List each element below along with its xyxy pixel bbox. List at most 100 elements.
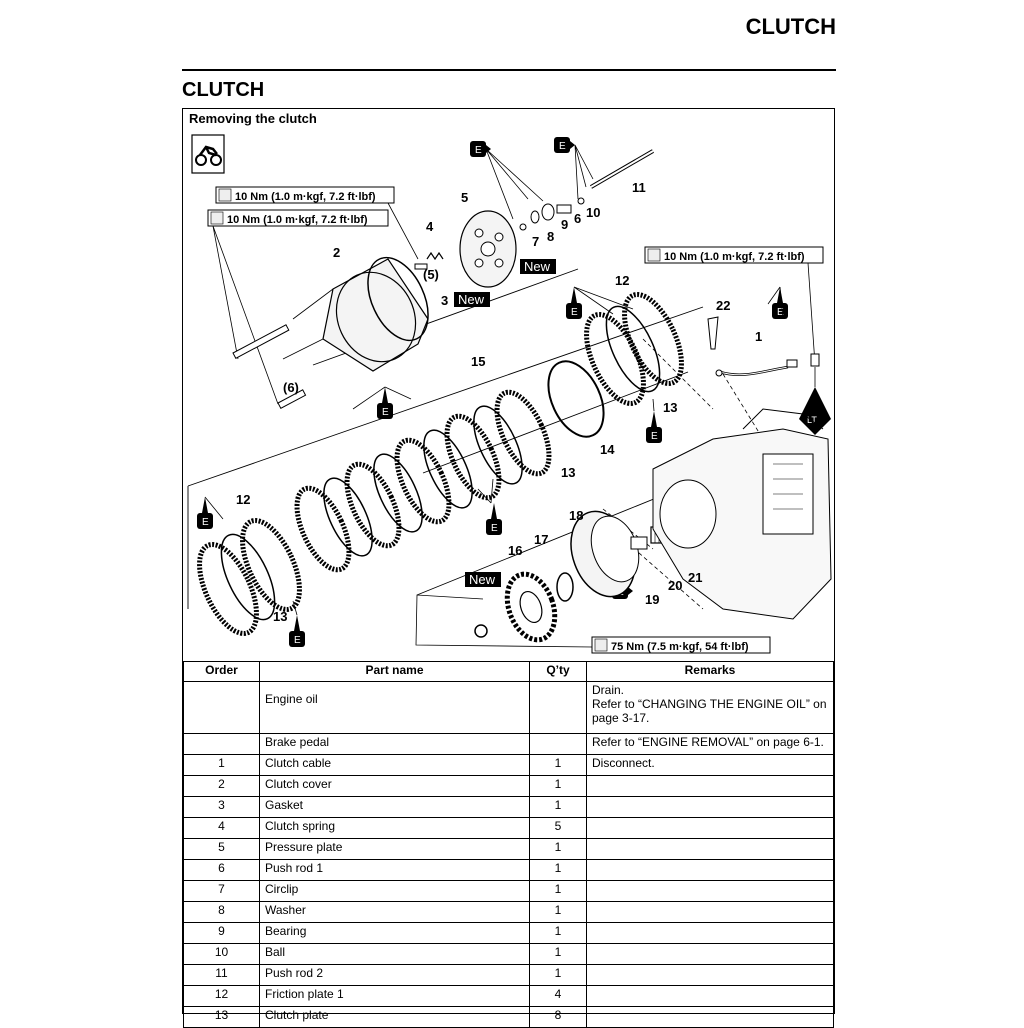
callout-13-left: 13 — [273, 609, 287, 624]
gasket-part — [367, 256, 429, 342]
remarks-cell: Disconnect. — [586, 754, 834, 776]
torque-box-cover: 10 Nm (1.0 m·kgf, 7.2 ft·lbf) — [207, 209, 389, 227]
callout-5: 5 — [461, 190, 468, 205]
remarks-cell — [586, 922, 834, 944]
svg-text:E: E — [777, 307, 784, 318]
svg-text:E: E — [491, 523, 498, 534]
svg-text:New: New — [469, 572, 496, 587]
callout-11: 11 — [632, 180, 646, 195]
svg-text:E: E — [559, 141, 566, 152]
section-title: CLUTCH — [182, 79, 265, 101]
small-parts-pushrod-stack — [519, 197, 585, 231]
callout-18: 18 — [569, 508, 583, 523]
remarks-cell — [586, 859, 834, 881]
cover-bolt-long — [232, 324, 290, 359]
qty-cell: 1 — [529, 922, 587, 944]
callout-1: 1 — [755, 329, 762, 344]
qty-cell: 1 — [529, 838, 587, 860]
new-marker-7: New — [520, 259, 556, 274]
callout-labels: 1 2 3 4 (5) 5 (6) 6 7 8 9 10 11 12 12 13… — [236, 180, 762, 624]
order-cell: 10 — [183, 943, 260, 965]
clutch-lever-part — [707, 316, 719, 350]
remarks-cell — [586, 964, 834, 986]
new-marker-16: New — [465, 572, 501, 587]
clutch-cover-part — [282, 258, 429, 372]
part-name-cell: Engine oil — [259, 681, 530, 734]
remarks-cell — [586, 880, 834, 902]
torque-box-boss-nut: 75 Nm (7.5 m·kgf, 54 ft·lbf) — [591, 636, 771, 654]
callout-13-middle: 13 — [561, 465, 575, 480]
order-cell — [183, 681, 260, 734]
procedure-title: Removing the clutch — [189, 111, 317, 126]
callout-6-paren: (6) — [283, 380, 299, 395]
svg-text:E: E — [294, 635, 301, 646]
procedure-frame: Removing the clutch 10 Nm (1.0 m·kgf, 7.… — [182, 108, 835, 1028]
part-name-cell: Bearing — [259, 922, 530, 944]
callout-15: 15 — [471, 354, 485, 369]
order-cell: 3 — [183, 796, 260, 818]
new-marker-3: New — [454, 292, 490, 307]
svg-text:LT: LT — [807, 415, 817, 425]
qty-cell: 1 — [529, 754, 587, 776]
qty-cell: 1 — [529, 859, 587, 881]
callout-9: 9 — [561, 217, 568, 232]
pressure-plate-part — [459, 210, 517, 288]
part-name-cell: Push rod 1 — [259, 859, 530, 881]
lubricant-e-icon: E — [197, 497, 213, 529]
part-name-cell: Friction plate 1 — [259, 985, 530, 1007]
clutch-cable-part — [715, 353, 820, 377]
o-ring-part — [547, 360, 605, 438]
qty-cell: 1 — [529, 943, 587, 965]
part-name-cell: Clutch cover — [259, 775, 530, 797]
spring-bolt — [414, 263, 428, 270]
lubricant-e-icon: E — [554, 137, 575, 153]
callout-16: 16 — [508, 543, 522, 558]
part-name-cell: Ball — [259, 943, 530, 965]
remarks-cell — [586, 775, 834, 797]
part-name-cell: Clutch plate — [259, 1006, 530, 1028]
locktite-icon: LT — [799, 387, 831, 435]
remarks-cell — [586, 796, 834, 818]
svg-text:E: E — [202, 517, 209, 528]
callout-10: 10 — [586, 205, 600, 220]
lubricant-e-icon: E — [646, 411, 662, 443]
lubricant-e-icon: E — [772, 287, 788, 319]
qty-cell: 4 — [529, 985, 587, 1007]
running-header-title: CLUTCH — [745, 14, 836, 39]
remarks-cell: Refer to “ENGINE REMOVAL” on page 6-1. — [586, 733, 834, 755]
torque-label: 10 Nm (1.0 m·kgf, 7.2 ft·lbf) — [664, 251, 805, 263]
lubricant-e-icon: E — [486, 503, 502, 535]
plate-stack-lower-left — [197, 518, 302, 636]
torque-label: 10 Nm (1.0 m·kgf, 7.2 ft·lbf) — [235, 191, 376, 203]
qty-cell: 1 — [529, 880, 587, 902]
lubricant-e-icon: E — [566, 287, 582, 319]
qty-cell: 5 — [529, 817, 587, 839]
svg-text:E: E — [651, 431, 658, 442]
order-cell: 4 — [183, 817, 260, 839]
remarks-cell — [586, 1006, 834, 1028]
lubricant-e-icon: E — [377, 387, 393, 419]
callout-7: 7 — [532, 234, 539, 249]
order-cell: 13 — [183, 1006, 260, 1028]
remarks-cell — [586, 985, 834, 1007]
svg-text:E: E — [571, 307, 578, 318]
qty-cell: 1 — [529, 964, 587, 986]
clutch-housing-part — [570, 510, 640, 598]
remarks-line: page 3-17. — [592, 711, 650, 725]
thrust-washer-part — [556, 572, 574, 602]
order-cell: 1 — [183, 754, 260, 776]
part-name-cell: Push rod 2 — [259, 964, 530, 986]
order-cell: 9 — [183, 922, 260, 944]
callout-6: 6 — [574, 211, 581, 226]
plate-stack-upper-right — [584, 292, 684, 406]
callout-4: 4 — [426, 219, 434, 234]
